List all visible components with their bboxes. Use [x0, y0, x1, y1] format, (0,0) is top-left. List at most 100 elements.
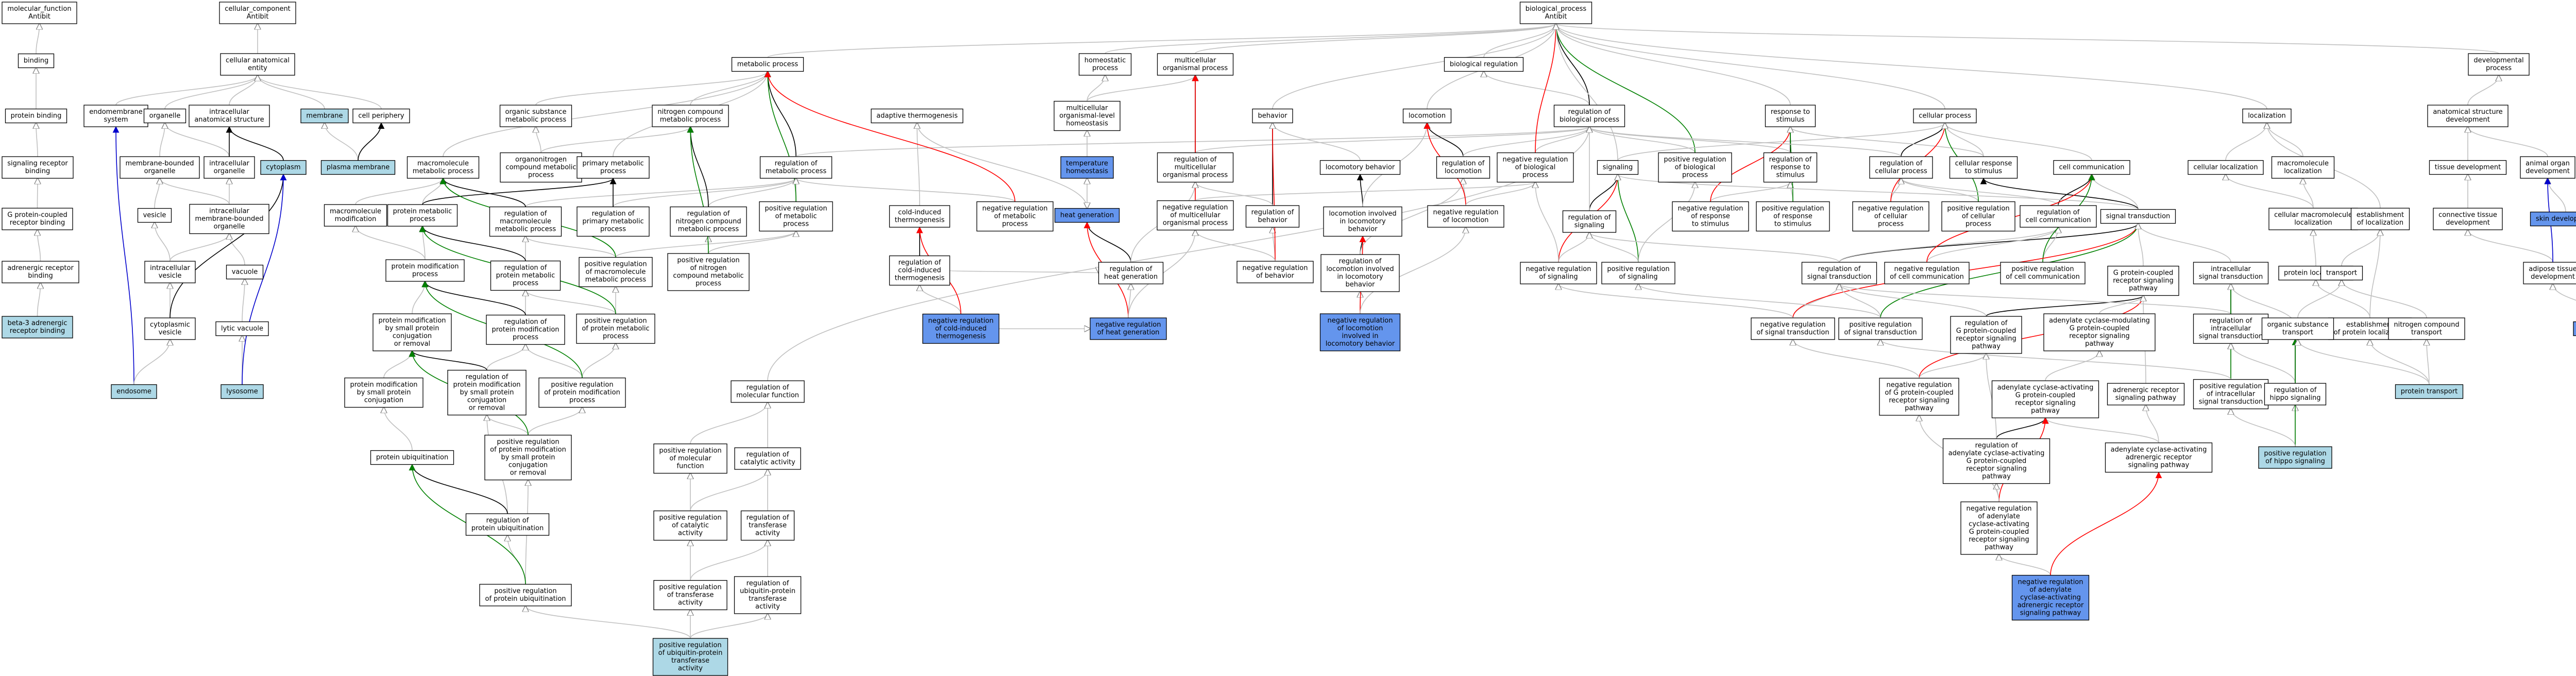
term-label: metabolic process — [766, 167, 827, 175]
term-label: process — [603, 333, 629, 341]
term-label: heat generation — [1104, 273, 1158, 281]
term-box — [1756, 201, 1830, 232]
term-label: negative regulation — [2018, 579, 2083, 586]
term-label: protein ubiquitination — [376, 454, 448, 462]
term-node: adaptive thermogenesis — [871, 108, 963, 124]
term-label: Antibit — [1545, 13, 1567, 21]
term-box — [1884, 262, 1970, 284]
edge-is-a — [1195, 24, 1556, 54]
term-label: skin development — [2536, 215, 2576, 223]
term-label: regulation of — [2274, 386, 2317, 394]
term-label: regulation of — [747, 451, 789, 459]
edge-is-a — [1589, 232, 1639, 263]
term-label: organelle — [144, 167, 176, 175]
edge-is-a — [920, 285, 961, 314]
term-label: membrane-bounded — [195, 215, 263, 223]
term-box — [731, 380, 805, 403]
term-label: intracellular — [150, 264, 190, 272]
term-label: in locomotory — [1337, 273, 1383, 281]
term-label: process — [696, 280, 721, 288]
term-label: transport — [2411, 329, 2442, 336]
term-label: positive regulation — [1607, 265, 1669, 273]
edge-is-a — [487, 415, 529, 435]
term-label: negative regulation — [1894, 265, 1959, 273]
edge-is-a — [526, 345, 583, 378]
edge-is-a — [159, 123, 165, 157]
term-box — [1751, 317, 1835, 340]
term-label: primary metabolic — [582, 160, 643, 167]
edge-is-a — [383, 351, 412, 378]
term-label: signal transduction — [2199, 398, 2263, 406]
edge-is-a — [1484, 72, 1590, 106]
edge-is-a — [2099, 296, 2143, 314]
term-label: of metabolic — [775, 213, 817, 221]
edge-positively-regulates — [764, 71, 796, 202]
term-box — [406, 156, 480, 179]
edge-negatively-regulates — [1710, 126, 1794, 202]
term-box — [2261, 317, 2334, 340]
term-box — [2107, 383, 2185, 405]
term-box — [2, 2, 77, 24]
edge-is-a — [2303, 178, 2314, 209]
term-box — [1157, 53, 1234, 76]
term-label: behavior — [1345, 281, 1375, 289]
term-box — [1658, 152, 1732, 183]
term-label: receptor signaling — [1969, 536, 2029, 544]
term-label: of adenylate — [2029, 586, 2072, 594]
edge-is-a — [115, 75, 258, 106]
edge-is-a — [526, 236, 616, 258]
term-box — [2350, 208, 2410, 230]
term-label: protein binding — [11, 112, 62, 120]
edge-is-a — [613, 178, 796, 207]
term-box — [740, 510, 795, 541]
term-label: development — [2446, 116, 2490, 124]
term-label: adaptive thermogenesis — [876, 112, 958, 120]
term-label: of cold-induced — [935, 325, 987, 333]
term-label: process — [783, 221, 809, 228]
term-label: cellular process — [1875, 167, 1927, 175]
edge-regulates — [409, 464, 508, 514]
term-label: of macromolecule — [586, 268, 646, 276]
edge-is-a — [1618, 175, 2139, 210]
term-label: adenylate cyclase-activating — [1997, 384, 2094, 392]
edge-is-a — [2427, 340, 2429, 385]
term-label: of intracellular — [2207, 391, 2256, 398]
term-label: process — [1522, 172, 1548, 179]
term-box — [734, 447, 801, 470]
edge-is-a — [1880, 340, 2231, 380]
term-label: system — [104, 116, 128, 124]
term-box — [111, 384, 157, 399]
term-label: cellular localization — [2193, 164, 2258, 172]
edge-part-of — [1357, 174, 1364, 207]
edge-is-a — [38, 230, 41, 262]
term-box — [1520, 262, 1597, 284]
edge-is-a — [1589, 232, 1840, 263]
term-label: protein modification — [391, 263, 459, 271]
term-node: cell periphery — [352, 108, 410, 124]
term-label: macromolecule — [2277, 160, 2329, 167]
term-label: binding — [28, 272, 53, 280]
term-label: activity — [755, 603, 780, 611]
edge-is-a — [1195, 230, 1276, 262]
term-label: or removal — [469, 404, 505, 412]
term-label: homeostatic — [1084, 57, 1126, 64]
term-label: transferase — [749, 595, 787, 603]
term-label: signaling — [1603, 164, 1633, 172]
edge-is-a — [2370, 340, 2430, 385]
edge-part-of — [170, 174, 287, 318]
term-box — [889, 205, 951, 228]
term-node: organelle — [143, 108, 187, 124]
edge-is-a — [2267, 123, 2303, 157]
term-label: metabolic process — [413, 167, 474, 175]
